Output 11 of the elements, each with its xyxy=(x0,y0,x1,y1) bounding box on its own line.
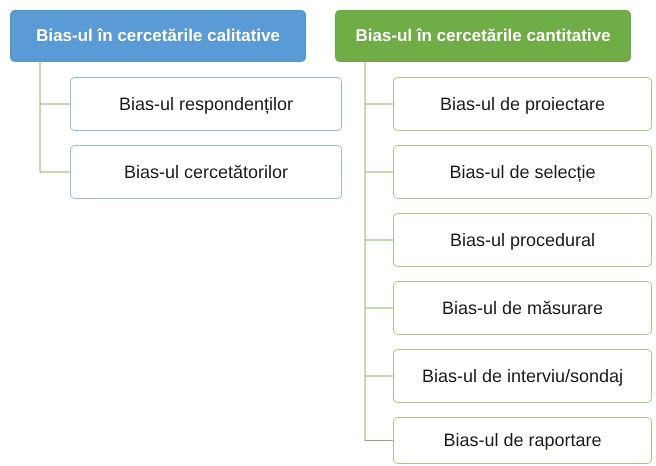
category-header-box: Bias-ul în cercetările cantitative xyxy=(335,10,631,62)
subcategory-box: Bias-ul de raportare xyxy=(393,417,652,464)
subcategory-box: Bias-ul de proiectare xyxy=(393,77,652,131)
connector-line xyxy=(40,62,70,172)
category-header-box: Bias-ul în cercetările calitative xyxy=(10,10,306,62)
subcategory-box: Bias-ul procedural xyxy=(393,213,652,267)
subcategory-box: Bias-ul de măsurare xyxy=(393,281,652,335)
subcategory-box: Bias-ul cercetătorilor xyxy=(70,145,342,199)
subcategory-box: Bias-ul de selecție xyxy=(393,145,652,199)
subcategory-box: Bias-ul respondenților xyxy=(70,77,342,131)
subcategory-box: Bias-ul de interviu/sondaj xyxy=(393,349,652,403)
